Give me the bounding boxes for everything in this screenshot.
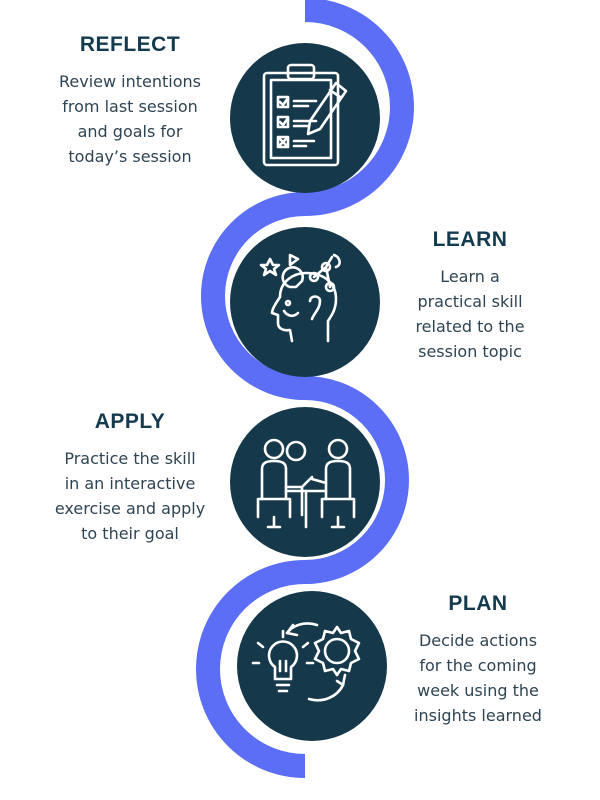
wave-segment-1 [304, 0, 414, 216]
step-heading: REFLECT [79, 33, 181, 56]
desc-line: Practice the skill [64, 449, 196, 468]
step-block-learn: LEARN Learn a practical skill related to… [380, 228, 560, 364]
step-heading: APPLY [94, 410, 166, 433]
desc-line: week using the [417, 681, 539, 700]
step-circle-reflect [230, 43, 380, 193]
desc-line: Decide actions [418, 631, 538, 650]
step-heading: PLAN [448, 592, 508, 615]
desc-line: and goals for [77, 122, 183, 141]
two-people-meeting-icon [256, 438, 356, 529]
desc-line: in an interactive [64, 474, 196, 493]
wave-segment-2 [201, 192, 306, 400]
clipboard-checklist-icon [262, 63, 348, 167]
desc-line: insights learned [414, 706, 542, 725]
step-circle-plan [237, 591, 387, 741]
step-description: Learn a practical skill related to the s… [380, 264, 560, 364]
step-block-plan: PLAN Decide actions for the coming week … [388, 592, 568, 728]
desc-line: Review intentions [59, 72, 201, 91]
desc-line: from last session [62, 97, 198, 116]
head-ideas-icon [259, 253, 341, 343]
desc-line: related to the [415, 317, 525, 336]
wave-segment-4 [196, 560, 306, 778]
wave-segment-3 [304, 376, 409, 584]
desc-line: practical skill [417, 292, 523, 311]
desc-line: session topic [418, 342, 522, 361]
step-block-apply: APPLY Practice the skill in an interacti… [30, 410, 230, 546]
step-description: Decide actions for the coming week using… [388, 628, 568, 728]
desc-line: today’s session [68, 147, 192, 166]
desc-line: for the coming [419, 656, 537, 675]
step-block-reflect: REFLECT Review intentions from last sess… [30, 33, 230, 169]
step-description: Review intentions from last session and … [30, 69, 230, 169]
desc-line: exercise and apply [54, 499, 206, 518]
desc-line: Learn a [440, 267, 500, 286]
lightbulb-gear-cycle-icon [251, 622, 361, 702]
step-heading: LEARN [432, 228, 508, 251]
desc-line: to their goal [81, 524, 179, 543]
step-description: Practice the skill in an interactive exe… [30, 446, 230, 546]
